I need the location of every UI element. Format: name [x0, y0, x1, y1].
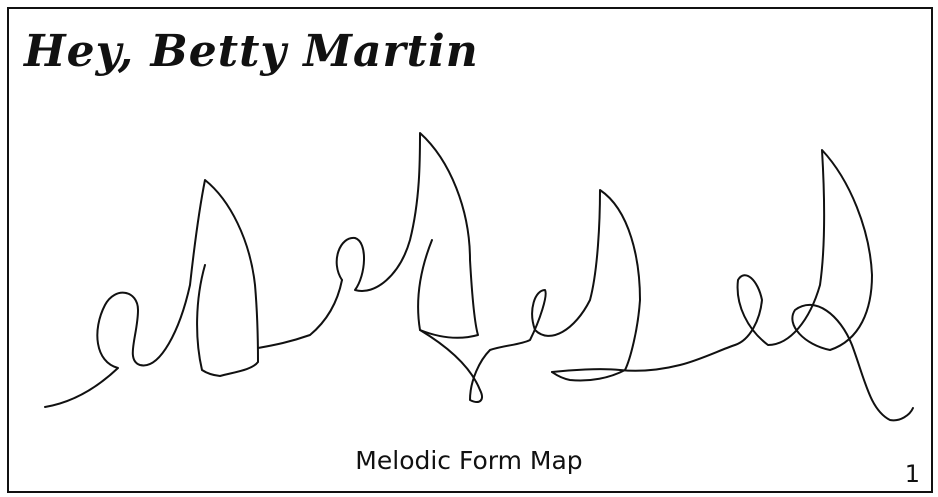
map-caption: Melodic Form Map: [0, 446, 938, 475]
contour-phrase-1: [45, 180, 258, 407]
page-number: 1: [905, 460, 920, 488]
contour-phrase-2: [337, 133, 478, 338]
contour-phrase-4: [552, 150, 913, 420]
contour-phrase-1-ledge: [258, 280, 342, 348]
